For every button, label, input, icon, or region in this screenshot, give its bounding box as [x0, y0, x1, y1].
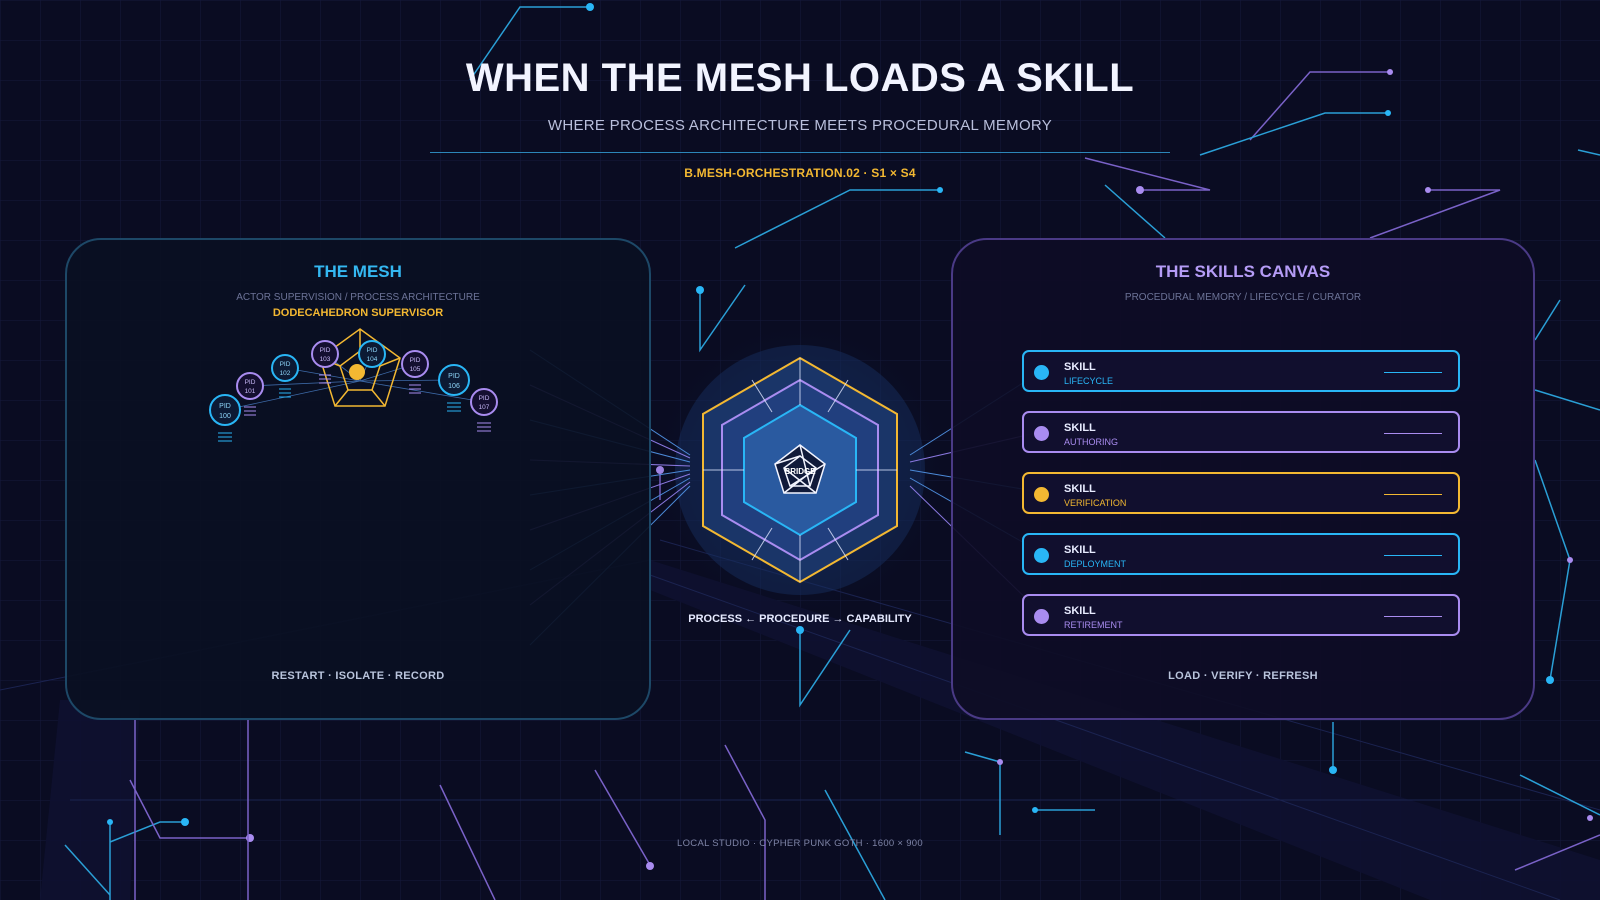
- mesh-panel: THE MESH ACTOR SUPERVISION / PROCESS ARC…: [65, 238, 651, 720]
- skill-line: [1384, 433, 1442, 434]
- mesh-diagram: PID 100 PID 101 PID 102 PID 103 PID 104: [209, 328, 498, 442]
- skill-status-dot: [1034, 548, 1049, 563]
- skill-card-verification[interactable]: SKILL VERIFICATION: [1022, 472, 1460, 514]
- skill-line: [1384, 616, 1442, 617]
- svg-text:103: 103: [320, 356, 331, 363]
- svg-text:106: 106: [448, 383, 460, 390]
- core-spokes: [703, 358, 897, 582]
- svg-text:PID: PID: [245, 379, 256, 386]
- svg-text:PID: PID: [219, 403, 231, 410]
- svg-text:PID: PID: [479, 395, 490, 402]
- skill-card-authoring[interactable]: SKILL AUTHORING: [1022, 411, 1460, 453]
- skill-name: SKILL: [1064, 361, 1096, 373]
- skill-name: SKILL: [1064, 605, 1096, 617]
- skill-status-dot: [1034, 365, 1049, 380]
- skills-actions: LOAD · VERIFY · REFRESH: [1168, 670, 1318, 682]
- skill-stage: LIFECYCLE: [1064, 376, 1114, 386]
- skill-line: [1384, 555, 1442, 556]
- dodecahedron-supervisor-icon: [319, 328, 401, 407]
- pid-node-101[interactable]: PID 101: [236, 372, 264, 416]
- skill-card-lifecycle[interactable]: SKILL LIFECYCLE: [1022, 350, 1460, 392]
- svg-text:PID: PID: [448, 373, 460, 380]
- page-subtitle: WHERE PROCESS ARCHITECTURE MEETS PROCEDU…: [547, 117, 1053, 134]
- bridge-core: BRIDGE: [702, 356, 898, 584]
- mesh-panel-subtitle: ACTOR SUPERVISION / PROCESS ARCHITECTURE: [236, 292, 480, 303]
- orchestration-code: B.MESH-ORCHESTRATION.02 · S1 × S4: [684, 166, 916, 180]
- skill-name: SKILL: [1064, 483, 1096, 495]
- skills-panel-subtitle: PROCEDURAL MEMORY / LIFECYCLE / CURATOR: [1124, 292, 1362, 303]
- bridge-label: BRIDGE: [784, 467, 816, 476]
- skill-name: SKILL: [1064, 544, 1096, 556]
- pid-node-104[interactable]: PID 104: [358, 340, 386, 368]
- svg-text:PID: PID: [367, 347, 378, 354]
- skill-line: [1384, 372, 1442, 373]
- skill-card-retirement[interactable]: SKILL RETIREMENT: [1022, 594, 1460, 636]
- skill-stage: VERIFICATION: [1064, 498, 1127, 508]
- svg-text:105: 105: [410, 366, 421, 373]
- core-caption: PROCESS ← PROCEDURE → CAPABILITY: [688, 613, 912, 625]
- circuit-traces: [64, 3, 1600, 900]
- skill-status-dot: [1034, 426, 1049, 441]
- skill-stage: RETIREMENT: [1064, 620, 1123, 630]
- skill-stage: AUTHORING: [1064, 437, 1118, 447]
- pid-node-107[interactable]: PID 107: [470, 388, 498, 432]
- svg-text:PID: PID: [280, 361, 291, 368]
- svg-text:100: 100: [219, 413, 231, 420]
- pid-node-103[interactable]: PID 103: [311, 340, 339, 384]
- mesh-panel-title: THE MESH: [314, 262, 402, 281]
- page-footer: LOCAL STUDIO · CYPHER PUNK GOTH · 1600 ×…: [677, 838, 923, 849]
- svg-text:PID: PID: [320, 347, 331, 354]
- mesh-actions: RESTART · ISOLATE · RECORD: [271, 670, 445, 682]
- skill-card-deployment[interactable]: SKILL DEPLOYMENT: [1022, 533, 1460, 575]
- svg-text:102: 102: [280, 370, 291, 377]
- svg-text:107: 107: [479, 404, 490, 411]
- skill-line: [1384, 494, 1442, 495]
- skill-status-dot: [1034, 487, 1049, 502]
- skill-status-dot: [1034, 609, 1049, 624]
- svg-text:104: 104: [367, 356, 378, 363]
- pid-node-105[interactable]: PID 105: [401, 350, 429, 394]
- page-title: WHEN THE MESH LOADS A SKILL: [465, 56, 1135, 100]
- pid-node-100[interactable]: PID 100: [209, 394, 241, 442]
- header-divider: [430, 152, 1170, 153]
- pid-node-102[interactable]: PID 102: [271, 354, 299, 398]
- skill-stage: DEPLOYMENT: [1064, 559, 1127, 569]
- skills-panel-title: THE SKILLS CANVAS: [1155, 262, 1331, 281]
- pid-node-106[interactable]: PID 106: [438, 364, 470, 412]
- svg-text:101: 101: [245, 388, 256, 395]
- svg-text:PID: PID: [410, 357, 421, 364]
- bridge-pentagon-icon: [774, 444, 826, 494]
- supervisor-label: DODECAHEDRON SUPERVISOR: [272, 307, 444, 319]
- skills-panel: THE SKILLS CANVAS PROCEDURAL MEMORY / LI…: [951, 238, 1535, 720]
- skill-name: SKILL: [1064, 422, 1096, 434]
